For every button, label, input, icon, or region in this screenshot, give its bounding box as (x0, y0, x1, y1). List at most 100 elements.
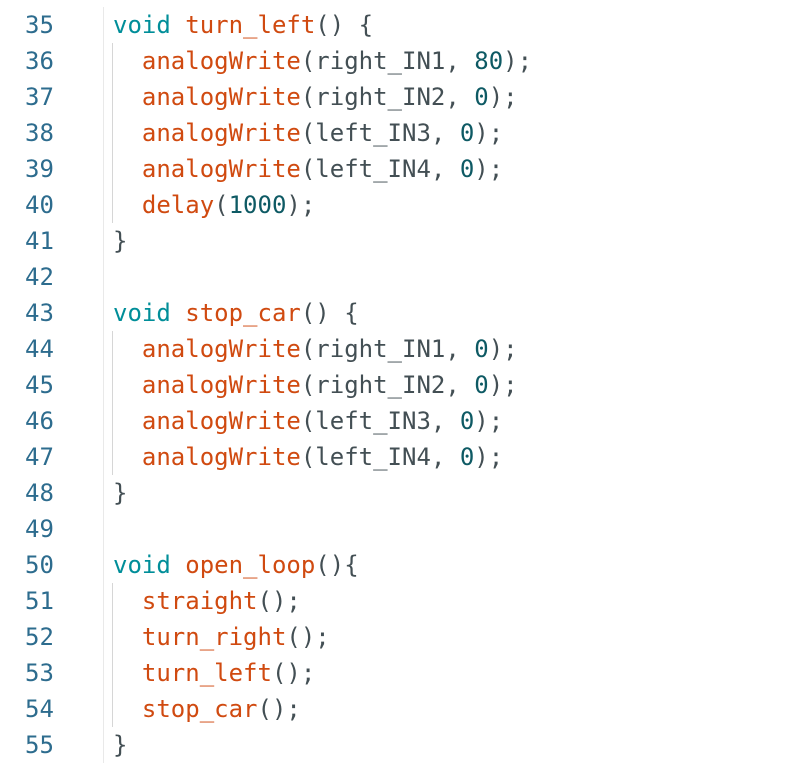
code-line[interactable]: 53 turn_left(); (0, 655, 804, 691)
code-text (104, 511, 113, 547)
token-plain: ( (214, 191, 229, 219)
code-text: analogWrite(left_IN4, 0); (104, 439, 503, 475)
line-number[interactable]: 40 (0, 187, 104, 223)
token-plain: (left_IN3, (300, 407, 460, 435)
token-plain (113, 155, 142, 183)
code-text: } (104, 475, 127, 511)
code-text: } (104, 727, 127, 763)
indent-guide (112, 43, 113, 79)
code-line[interactable]: 51 straight(); (0, 583, 804, 619)
token-number: 0 (459, 443, 475, 471)
code-line[interactable]: 45 analogWrite(right_IN2, 0); (0, 367, 804, 403)
token-plain: (right_IN2, (300, 371, 475, 399)
code-line[interactable]: 38 analogWrite(left_IN3, 0); (0, 115, 804, 151)
line-number[interactable]: 42 (0, 259, 104, 295)
code-line[interactable]: 46 analogWrite(left_IN3, 0); (0, 403, 804, 439)
token-keyword: void (113, 299, 171, 327)
token-number: 0 (474, 335, 489, 363)
line-number[interactable]: 53 (0, 655, 104, 691)
code-line[interactable]: 54 stop_car(); (0, 691, 804, 727)
token-plain: () { (300, 299, 359, 327)
line-number[interactable]: 41 (0, 223, 104, 259)
code-text: delay(1000); (104, 187, 315, 223)
code-line[interactable]: 49 (0, 511, 804, 547)
line-number[interactable]: 54 (0, 691, 104, 727)
line-number[interactable]: 38 (0, 115, 104, 151)
line-number[interactable]: 37 (0, 79, 104, 115)
token-plain: ); (286, 191, 316, 219)
indent-guide (112, 691, 113, 727)
line-number[interactable]: 36 (0, 43, 104, 79)
token-plain (113, 695, 142, 723)
line-number[interactable]: 44 (0, 331, 104, 367)
code-line[interactable]: 40 delay(1000); (0, 187, 804, 223)
code-text: turn_right(); (104, 619, 330, 655)
indent-guide (112, 439, 113, 475)
line-number[interactable]: 55 (0, 727, 104, 763)
token-function: turn_right (141, 623, 287, 651)
line-number[interactable]: 43 (0, 295, 104, 331)
indent-guide (112, 583, 113, 619)
code-text: } (104, 223, 127, 259)
token-plain (113, 335, 142, 363)
token-function: analogWrite (141, 335, 301, 363)
token-plain: ); (488, 335, 518, 363)
token-number: 80 (474, 47, 504, 75)
token-function: open_loop (185, 551, 316, 579)
line-number[interactable]: 52 (0, 619, 104, 655)
indent-guide (112, 115, 113, 151)
line-number[interactable]: 47 (0, 439, 104, 475)
token-function: straight (141, 587, 258, 615)
code-line[interactable]: 39 analogWrite(left_IN4, 0); (0, 151, 804, 187)
code-line[interactable]: 36 analogWrite(right_IN1, 80); (0, 43, 804, 79)
token-function: analogWrite (141, 155, 301, 183)
token-plain: (right_IN1, (300, 335, 475, 363)
code-line[interactable]: 37 analogWrite(right_IN2, 0); (0, 79, 804, 115)
token-plain: ); (488, 371, 518, 399)
indent-guide (112, 403, 113, 439)
token-function: delay (141, 191, 215, 219)
token-plain (113, 371, 142, 399)
code-line[interactable]: 44 analogWrite(right_IN1, 0); (0, 331, 804, 367)
code-text: stop_car(); (104, 691, 301, 727)
code-text: analogWrite(left_IN4, 0); (104, 151, 503, 187)
token-number: 0 (459, 155, 475, 183)
line-number[interactable]: 51 (0, 583, 104, 619)
indent-guide (112, 619, 113, 655)
token-plain: () { (315, 11, 374, 39)
line-number[interactable]: 48 (0, 475, 104, 511)
token-plain: (left_IN3, (300, 119, 460, 147)
indent-guide (112, 187, 113, 223)
code-line[interactable]: 42 (0, 259, 804, 295)
code-line[interactable]: 47 analogWrite(left_IN4, 0); (0, 439, 804, 475)
line-number[interactable]: 39 (0, 151, 104, 187)
token-plain: (right_IN1, (300, 47, 475, 75)
token-plain: (); (257, 587, 301, 615)
token-function: analogWrite (141, 371, 301, 399)
token-plain (113, 83, 142, 111)
token-plain: (left_IN4, (300, 443, 460, 471)
code-text: analogWrite(left_IN3, 0); (104, 403, 503, 439)
code-line[interactable]: 55} (0, 727, 804, 763)
line-number[interactable]: 45 (0, 367, 104, 403)
token-number: 0 (459, 119, 475, 147)
token-function: turn_left (185, 11, 316, 39)
line-number[interactable]: 50 (0, 547, 104, 583)
line-number[interactable]: 46 (0, 403, 104, 439)
token-number: 0 (474, 371, 489, 399)
token-plain: } (113, 479, 128, 507)
line-number[interactable]: 35 (0, 7, 104, 43)
code-line[interactable]: 52 turn_right(); (0, 619, 804, 655)
line-number[interactable]: 49 (0, 511, 104, 547)
code-line[interactable]: 48} (0, 475, 804, 511)
code-line[interactable]: 41} (0, 223, 804, 259)
code-text: analogWrite(left_IN3, 0); (104, 115, 503, 151)
token-function: analogWrite (141, 47, 301, 75)
code-text: void stop_car() { (104, 295, 359, 331)
code-text: void turn_left() { (104, 7, 373, 43)
token-plain (171, 11, 185, 39)
